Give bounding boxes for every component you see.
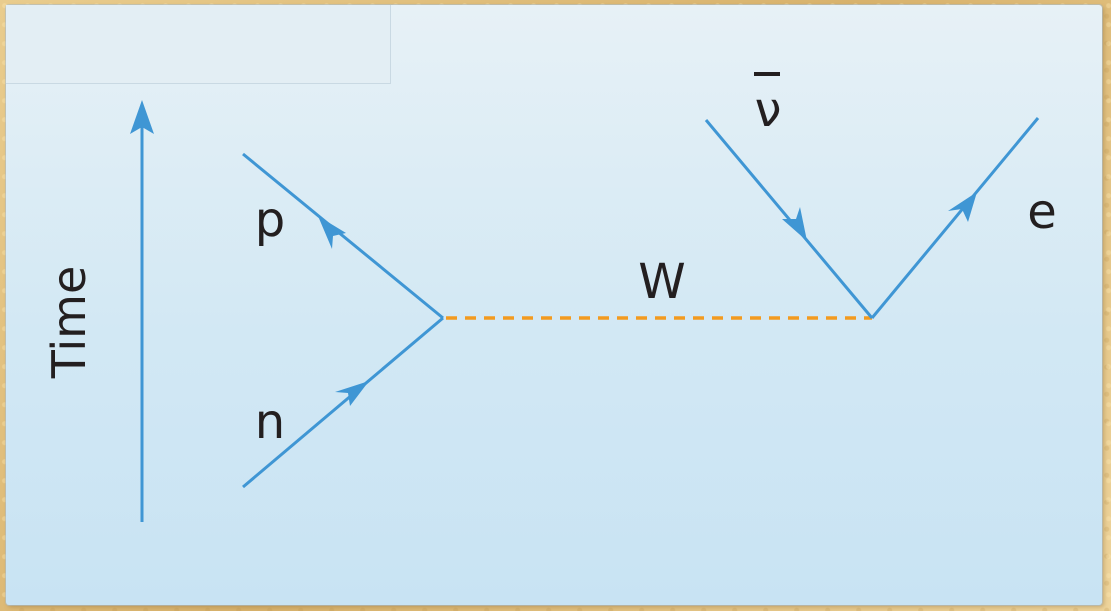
diagram-panel <box>6 5 1102 605</box>
antineutrino-line <box>704 119 874 319</box>
panel-tab <box>6 5 391 84</box>
proton-line <box>242 152 444 320</box>
time-axis-label: Time <box>42 266 96 380</box>
neutron-label: n <box>255 394 285 450</box>
electron-label: e <box>1027 184 1057 240</box>
antineutrino-label: ν <box>755 82 782 138</box>
w-boson-label: W <box>638 254 685 310</box>
neutron-line <box>242 316 444 489</box>
electron-line <box>870 117 1040 319</box>
time-axis-arrow <box>130 100 154 522</box>
proton-label: p <box>255 192 285 248</box>
